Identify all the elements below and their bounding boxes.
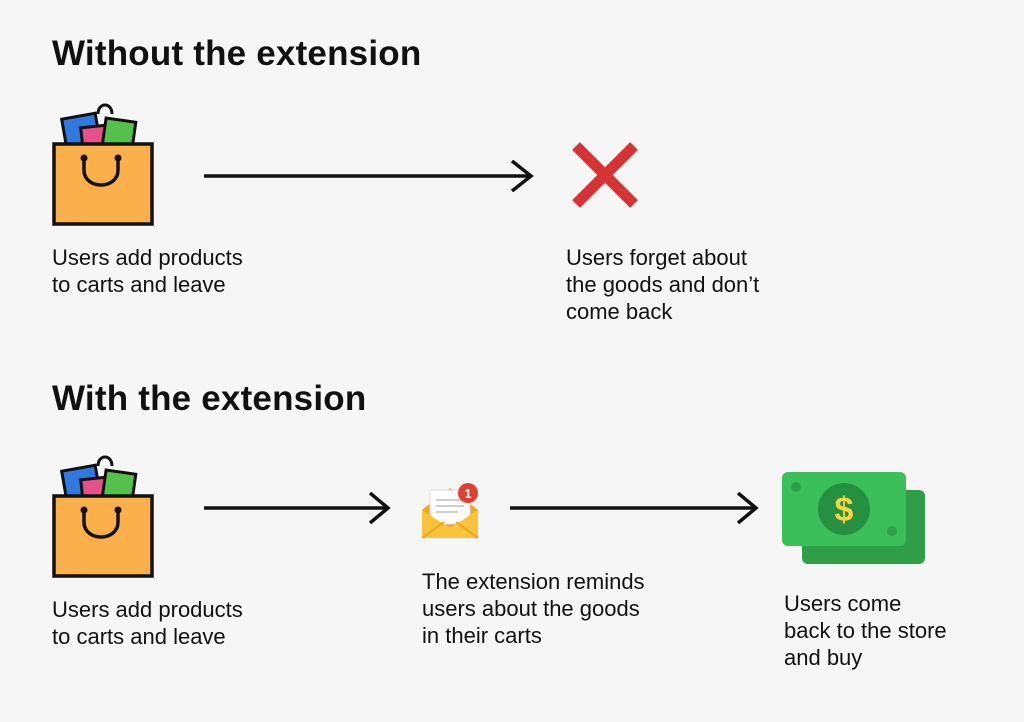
dollar-sign-icon: $: [835, 491, 854, 529]
notification-badge: 1: [458, 483, 478, 503]
arrow-right-icon: [204, 160, 534, 192]
caption-add-products-2: Users add products to carts and leave: [52, 597, 243, 649]
badge-count: 1: [464, 486, 471, 501]
arrow-right-icon: [510, 492, 759, 524]
caption-users-forget: Users forget about the goods and don’t c…: [566, 245, 760, 324]
mail-notification-icon: 1: [421, 483, 479, 539]
arrow-right-icon: [204, 492, 391, 524]
shopping-bag-icon: [52, 455, 154, 578]
money-bills-icon: $: [782, 472, 925, 564]
caption-add-products: Users add products to carts and leave: [52, 245, 243, 297]
heading-without-extension: Without the extension: [52, 34, 422, 73]
caption-extension-reminds: The extension reminds users about the go…: [422, 569, 645, 648]
caption-users-come-back: Users come back to the store and buy: [784, 591, 947, 670]
shopping-bag-icon: [52, 103, 154, 226]
red-x-icon: [572, 142, 638, 208]
heading-with-extension: With the extension: [52, 379, 367, 418]
